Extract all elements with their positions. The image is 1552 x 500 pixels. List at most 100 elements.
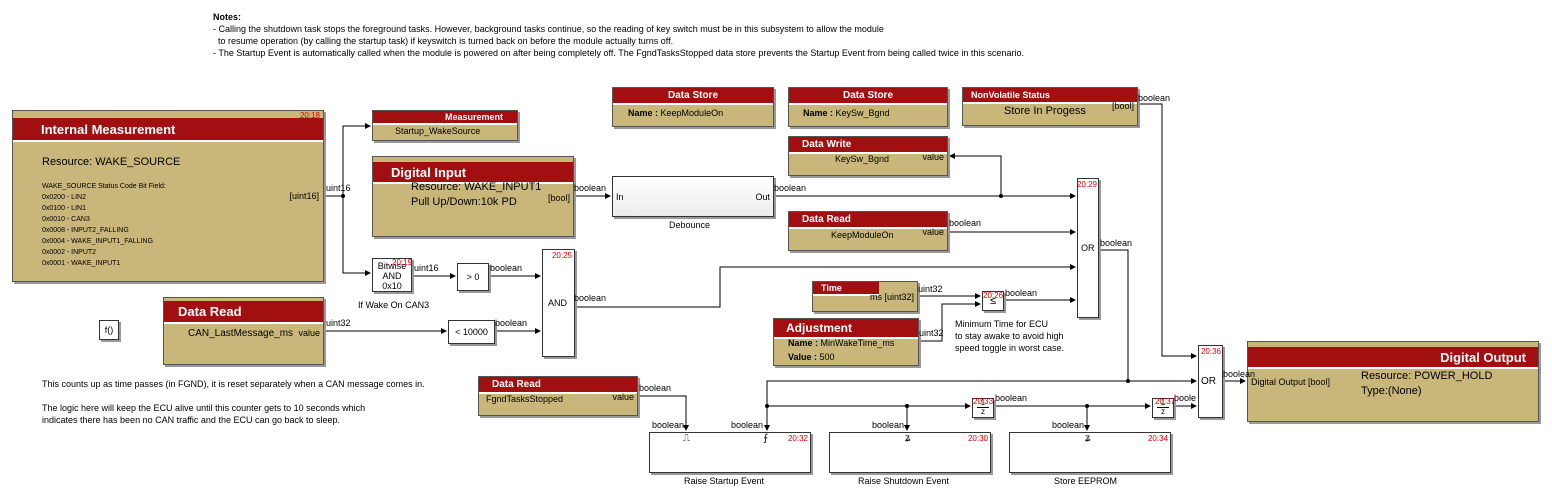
delay-num: 1 [1160, 398, 1166, 407]
raise-shutdown-event-block[interactable]: ʑ 20:30 [829, 432, 991, 473]
data-write-port: value [922, 152, 944, 162]
adjustment-title: Adjustment [774, 319, 918, 339]
greater-than-zero-block[interactable]: > 0 [457, 263, 489, 291]
data-read-fgnd-title: Data Read [479, 377, 637, 394]
signal-label: boolean [1138, 93, 1171, 103]
data-read-can-title: Data Read [164, 301, 323, 324]
data-read-keepmoduleon[interactable]: Data Read KeepModuleOn value [788, 211, 948, 251]
debounce-in-port: In [616, 192, 624, 202]
unit-delay-2[interactable]: 1 z [1152, 398, 1174, 418]
measurement-block[interactable]: Measurement Startup_WakeSource [372, 110, 518, 141]
bitwise-line2: AND [382, 271, 402, 281]
can-note: This counts up as time passes (in FGND),… [42, 378, 425, 426]
bitfield-list: WAKE_SOURCE Status Code Bit Field: 0x020… [42, 181, 166, 269]
data-read-name: KeepModuleOn [831, 230, 894, 240]
raise-shutdown-caption: Raise Shutdown Event [858, 476, 950, 486]
debounce-block[interactable]: In Out [612, 176, 774, 217]
digital-input-block[interactable]: Digital Input Resource: WAKE_INPUT1 Pull… [372, 156, 574, 237]
or1-timestamp: 20:29 [1076, 180, 1097, 189]
data-read-title: Data Read [789, 212, 947, 229]
nv-status-value: Store In Progess [1004, 105, 1086, 117]
code-item: 0x0200 - LIN2 [42, 194, 86, 201]
unit-delay-1[interactable]: 1 z [972, 398, 994, 418]
data-read-fgnd-name: FgndTasksStopped [486, 394, 564, 404]
nonvolatile-status-block[interactable]: NonVolatile Status Store In Progess [boo… [962, 87, 1138, 126]
notes-block: Notes: - Calling the shutdown task stops… [213, 11, 1193, 59]
signal-label: boolean [1223, 369, 1256, 379]
bitwise-and-block[interactable]: Bitwise AND 0x10 [372, 258, 412, 292]
time-value: ms [uint32] [869, 292, 914, 302]
or-block-2[interactable]: OR 20:36 [1198, 345, 1223, 418]
bitwise-line3: 0x10 [382, 281, 402, 291]
can-note-line: The logic here will keep the ECU alive u… [42, 403, 366, 413]
data-store-keepmoduleon[interactable]: Data Store Name : KeepModuleOn [612, 87, 774, 127]
code-item: 0x0010 - CAN3 [42, 216, 90, 223]
digital-input-pull: Pull Up/Down:10k PD [411, 196, 517, 208]
adjustment-block[interactable]: Adjustment Name : MinWakeTime_ms Value :… [773, 318, 919, 366]
time-block[interactable]: Time ms [uint32] [812, 281, 918, 312]
digital-output-title: Digital Output [1248, 347, 1538, 369]
bitfield-title: WAKE_SOURCE Status Code Bit Field: [42, 183, 166, 190]
signal-label: boolean [872, 420, 905, 430]
digital-input-title: Digital Input [373, 162, 573, 184]
internal-measurement-timestamp: 20:18 [299, 111, 320, 120]
less-than-10000-block[interactable]: < 10000 [448, 320, 495, 344]
adjustment-name: MinWakeTime_ms [820, 338, 895, 348]
data-read-fgnd[interactable]: Data Read FgndTasksStopped value [478, 376, 638, 416]
digital-output-block[interactable]: Digital Output Resource: POWER_HOLD Type… [1247, 341, 1539, 422]
adjustment-value-label: Value : [788, 352, 818, 362]
or1-label: OR [1081, 243, 1095, 253]
falling-edge-icon: ⨍ [763, 433, 769, 444]
less-equal-block[interactable]: ≤ [982, 291, 1004, 311]
internal-measurement-title: Internal Measurement [13, 118, 323, 142]
signal-label: uint16 [326, 183, 351, 193]
code-item: 0x0002 - INPUT2 [42, 249, 97, 256]
data-store-title: Data Store [613, 88, 773, 105]
data-store-name-label: Name : [628, 108, 659, 118]
signal-label: boolean [774, 183, 807, 193]
delay-den: z [1157, 407, 1169, 416]
bitwise-timestamp: 20:19 [392, 258, 413, 267]
or-block-1[interactable]: OR 20:29 [1077, 178, 1099, 318]
edge-trigger-icon: ʑ [1085, 433, 1091, 444]
measurement-title: Measurement [373, 111, 517, 125]
store-eeprom-caption: Store EEPROM [1054, 476, 1118, 486]
edge-trigger-icon: ʑ [905, 433, 911, 444]
data-write-title: Data Write [789, 137, 947, 154]
signal-label: boolean [639, 383, 672, 393]
signal-label: uint32 [919, 328, 944, 338]
can-note-line: This counts up as time passes (in FGND),… [42, 379, 425, 389]
code-item: 0x0008 - INPUT2_FALLING [42, 227, 129, 234]
raise-startup-caption: Raise Startup Event [684, 476, 765, 486]
delay-num: 1 [980, 398, 986, 407]
data-store-keysw[interactable]: Data Store Name : KeySw_Bgnd [788, 87, 948, 127]
signal-label: boolean [1052, 420, 1085, 430]
function-call-block[interactable]: f() [99, 320, 119, 340]
signal-label: boolean [731, 420, 764, 430]
internal-measurement-block[interactable]: Internal Measurement 20:18 Resource: WAK… [12, 110, 324, 282]
min-time-note-line: speed toggle in worst case. [955, 343, 1065, 353]
data-read-can-port: value [298, 328, 320, 338]
data-write-block[interactable]: Data Write KeySw_Bgnd value [788, 136, 948, 176]
signal-label: boolean [995, 393, 1028, 403]
raise-startup-timestamp: 20:32 [787, 434, 808, 443]
signal-label: boolean [495, 318, 528, 328]
adjustment-name-label: Name : [788, 338, 819, 348]
or2-timestamp: 20:36 [1200, 347, 1221, 356]
min-time-note-line: Minimum Time for ECU [955, 319, 1049, 329]
raise-shutdown-timestamp: 20:30 [967, 434, 988, 443]
signal-label: boolean [574, 183, 607, 193]
data-read-can[interactable]: Data Read CAN_LastMessage_ms value [163, 297, 324, 365]
le-label: ≤ [989, 295, 997, 307]
raise-startup-event-block[interactable]: ⎍ ⨍ 20:32 [649, 432, 811, 473]
bitwise-caption: If Wake On CAN3 [358, 300, 430, 310]
signal-label: boolean [1005, 288, 1038, 298]
notes-line-1: - Calling the shutdown task stops the fo… [213, 24, 884, 34]
fcn-label: f() [104, 325, 114, 335]
and-block[interactable]: AND 20:25 [542, 249, 575, 357]
signal-label: uint16 [414, 263, 439, 273]
internal-measurement-resource: Resource: WAKE_SOURCE [42, 156, 181, 168]
signal-label: boole [1174, 393, 1197, 403]
debounce-label: Debounce [669, 220, 711, 230]
store-eeprom-block[interactable]: ʑ 20:34 [1009, 432, 1171, 473]
